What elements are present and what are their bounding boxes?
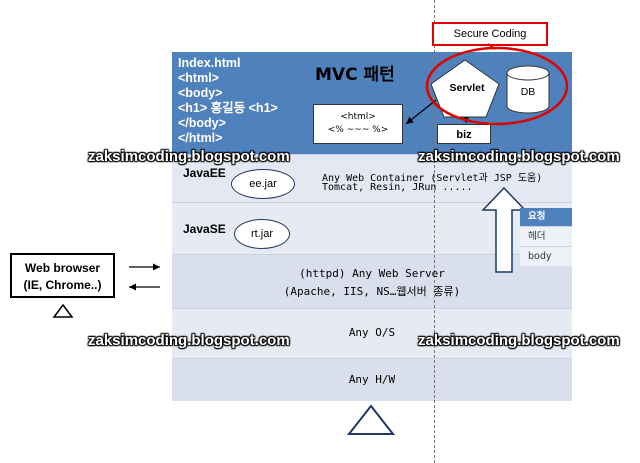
secure-coding-box: Secure Coding: [432, 22, 548, 46]
javaee-label: JavaEE: [183, 166, 226, 180]
rt-jar-oval: rt.jar: [234, 219, 290, 249]
db-label: DB: [520, 86, 536, 98]
servlet-label: Servlet: [449, 82, 485, 94]
servlet-to-view-arrow: [405, 99, 437, 125]
javase-label: JavaSE: [183, 222, 226, 236]
browser-base-triangle: [52, 303, 74, 318]
index-html-code: Index.html <html> <body> <h1> 홍길동 <h1> <…: [178, 56, 278, 146]
request-head-cell: 요청: [520, 208, 572, 226]
code-line: <h1> 홍길동 <h1>: [178, 101, 278, 115]
watermark-text: zaksimcoding.blogspot.com: [88, 332, 290, 349]
jsp-view-box: <html> <% ~~~ %>: [313, 104, 403, 144]
ee-jar-oval: ee.jar: [231, 169, 295, 199]
browser-examples: (IE, Chrome..): [23, 278, 102, 292]
html-box-line: <html>: [340, 112, 376, 122]
os-layer-band: [172, 308, 572, 359]
secure-coding-connector: [487, 43, 496, 50]
request-up-arrow: [481, 186, 527, 273]
servlet-pentagon-shape: [430, 59, 500, 118]
web-browser-box: Web browser (IE, Chrome..): [10, 253, 115, 298]
web-container-text: Any Web Container (Servlet과 JSP 도움): [322, 173, 543, 184]
watermark-text: zaksimcoding.blogspot.com: [418, 332, 620, 349]
db-cylinder-icon: [506, 65, 550, 114]
highlight-oval: [425, 46, 569, 126]
browser-title: Web browser: [24, 261, 101, 275]
code-line: </html>: [178, 131, 223, 145]
web-server-text: (httpd) Any Web Server: [299, 267, 445, 280]
request-header-cell: 헤더: [520, 226, 572, 246]
html-box-line: <% ~~~ %>: [327, 125, 389, 135]
web-container-examples: Tomcat, Resin, JRun .....: [322, 182, 473, 193]
biz-box: biz: [437, 124, 491, 144]
request-body-cell: body: [520, 246, 572, 266]
code-line: Index.html: [178, 56, 241, 70]
os-layer-label: Any O/S: [348, 326, 396, 339]
hw-layer-label: Any H/W: [348, 373, 396, 386]
http-request-table: 요청 헤더 body: [520, 208, 572, 266]
web-server-examples: (Apache, IIS, NS…웹서버 종류): [283, 285, 461, 298]
watermark-text: zaksimcoding.blogspot.com: [88, 148, 290, 165]
code-line: <html>: [178, 71, 219, 85]
code-line: <body>: [178, 86, 223, 100]
dashed-divider-line: [434, 0, 435, 463]
mvc-title: MVC 패턴: [315, 65, 395, 85]
code-line: </body>: [178, 116, 226, 130]
hw-layer-band: [172, 358, 572, 401]
watermark-text: zaksimcoding.blogspot.com: [418, 148, 620, 165]
stack-base-triangle: [346, 404, 396, 435]
